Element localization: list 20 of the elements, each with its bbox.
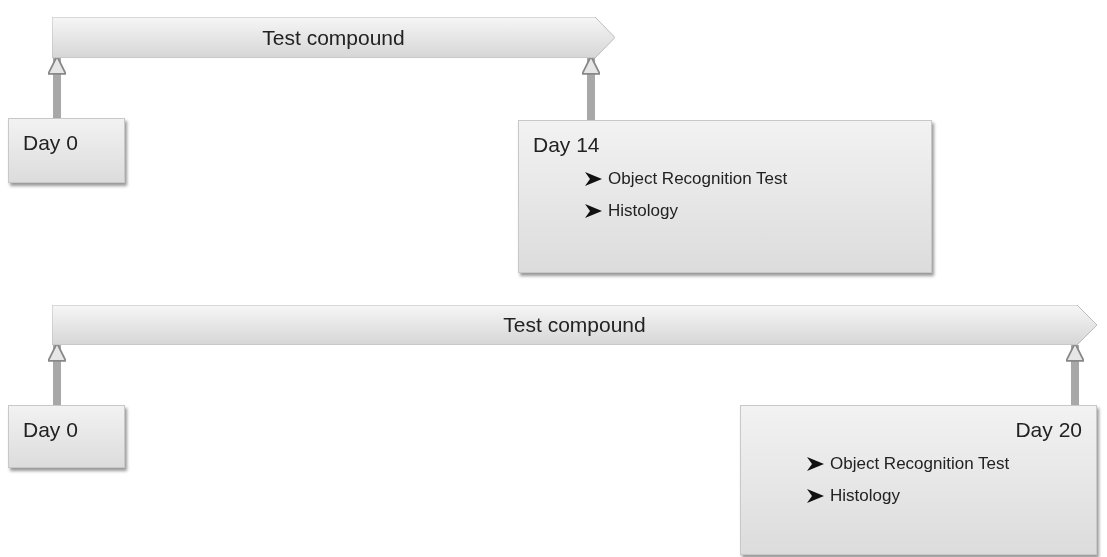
day-label: Day 0	[23, 131, 79, 155]
block-arrow	[47, 342, 67, 405]
day-label: Day 0	[23, 418, 79, 442]
list-item-text: Object Recognition Test	[608, 169, 788, 189]
day-box	[518, 120, 932, 273]
day-label: Day 20	[1014, 418, 1082, 442]
bar-label: Test compound	[261, 25, 406, 50]
list-item-text: Histology	[608, 201, 678, 221]
bar-label: Test compound	[502, 313, 647, 337]
day-box	[8, 118, 125, 183]
day-label: Day 14	[533, 133, 601, 157]
block-arrow	[581, 55, 601, 120]
block-arrow	[1065, 342, 1085, 405]
timeline-arrow-bar	[52, 17, 615, 58]
day-box	[8, 405, 125, 468]
list-item-text: Histology	[830, 486, 900, 506]
list-item-text: Object Recognition Test	[830, 454, 1010, 474]
timeline-arrow-bar	[52, 305, 1097, 345]
block-arrow	[47, 55, 67, 118]
day-box	[740, 405, 1097, 555]
